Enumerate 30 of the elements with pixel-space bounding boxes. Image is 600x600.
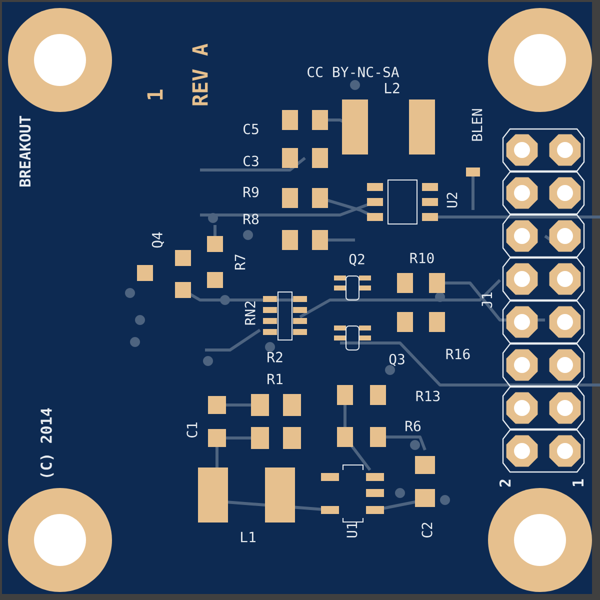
silkscreen-label: J1: [482, 292, 492, 308]
silkscreen-label: CC BY-NC-SA: [308, 66, 400, 78]
revision-label: 1: [147, 90, 163, 100]
silkscreen-label: U1: [346, 522, 358, 538]
silkscreen-label: R16: [446, 348, 470, 360]
board-text: (C) 2014: [40, 408, 54, 477]
silkscreen-label: L2: [385, 82, 400, 94]
silkscreen-label: U2: [446, 192, 458, 208]
pin-number: 1: [572, 479, 584, 486]
silkscreen-label: Q4: [152, 232, 164, 248]
silkscreen-label: R1: [268, 374, 282, 384]
silkscreen-label: R13: [416, 390, 440, 402]
silkscreen-label: C3: [244, 156, 258, 166]
silkscreen-label: C5: [244, 124, 258, 134]
silkscreen-label: R8: [244, 214, 259, 224]
silkscreen-label: R2: [268, 352, 282, 362]
silkscreen-label: R7: [234, 254, 246, 270]
silkscreen-label: Q3: [389, 354, 404, 366]
revision-label: REV A: [192, 44, 208, 106]
silkscreen-label: Q2: [349, 254, 364, 266]
pin-number: 2: [499, 480, 511, 487]
silkscreen-label: R10: [410, 252, 434, 264]
board-text: BREAKOUT: [19, 116, 31, 187]
silkscreen-label: R9: [244, 186, 258, 198]
silkscreen-label: BLEN: [472, 109, 482, 141]
silkscreen-label: RN2: [244, 302, 256, 325]
silkscreen-label: C1: [186, 422, 198, 438]
silkscreen-label: C2: [422, 522, 432, 538]
silkscreen-label: L1: [241, 532, 256, 542]
silkscreen-label: R6: [406, 420, 421, 432]
